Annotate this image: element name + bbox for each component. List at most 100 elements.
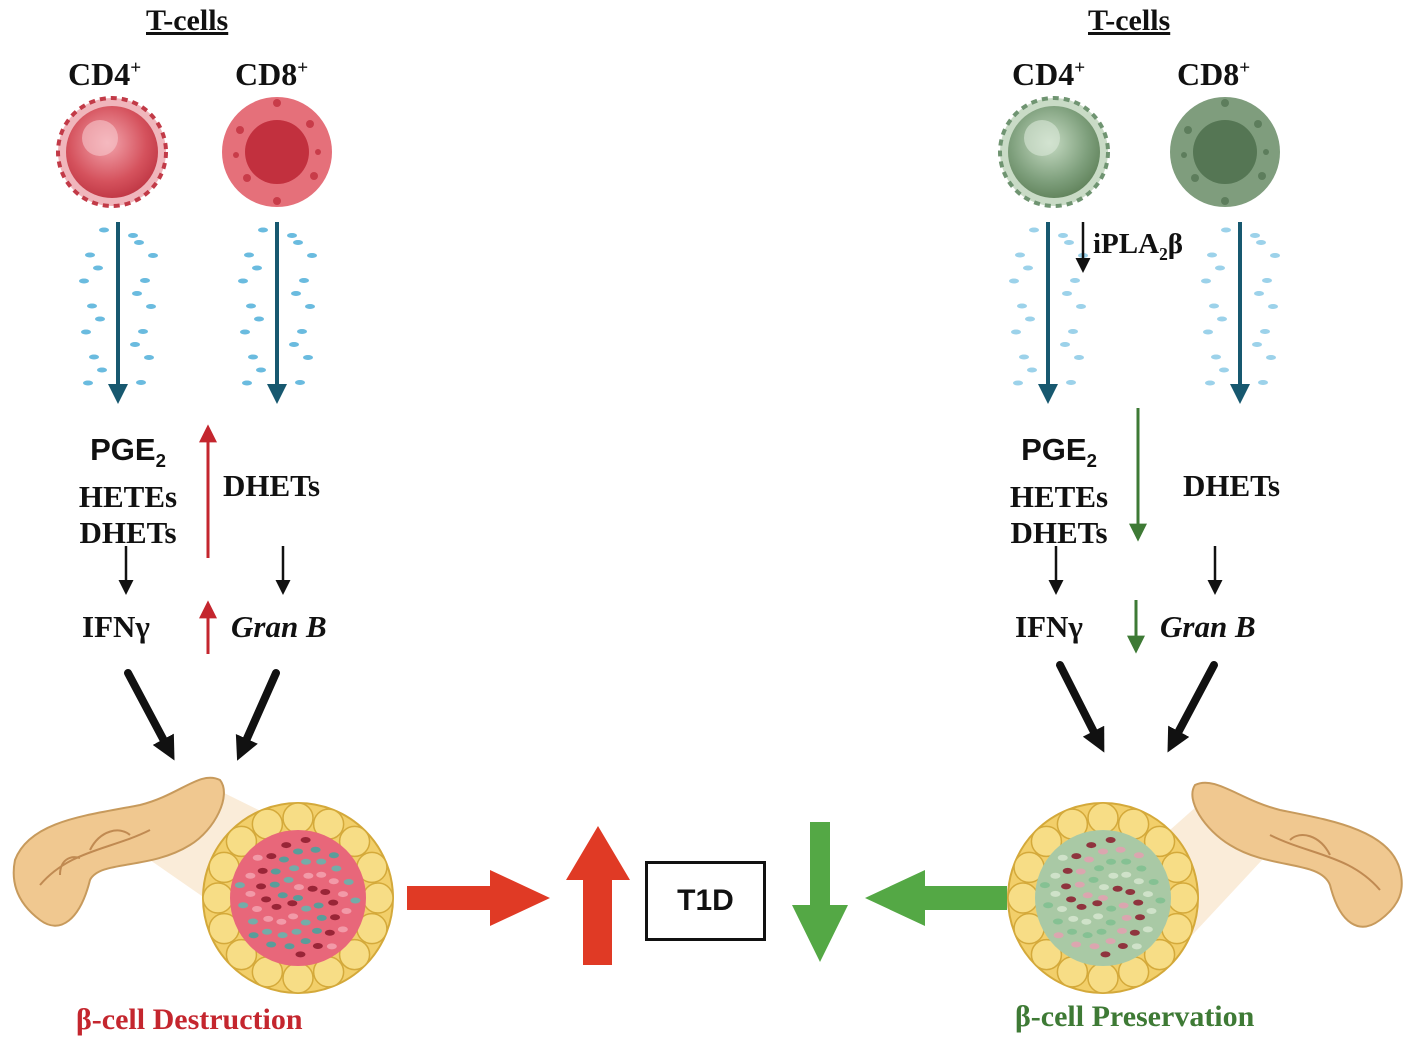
decor-particle <box>293 848 303 855</box>
decor-particle <box>1105 938 1116 945</box>
right-green-left-arrow <box>865 870 1007 926</box>
decor-particle <box>144 355 154 360</box>
decor-particle <box>1135 914 1146 921</box>
right-ifng-to-islet-arrow <box>1056 661 1105 753</box>
right-cd4-products: PGE2 HETEs DHETs <box>1000 432 1118 551</box>
decor-particle <box>1131 943 1142 950</box>
acinar-cell <box>1143 825 1176 858</box>
decor-particle <box>257 867 268 874</box>
decor-particle <box>1071 853 1082 860</box>
decor-particle <box>1064 240 1074 245</box>
decor-particle <box>1268 304 1278 309</box>
decor-particle <box>128 233 138 238</box>
secretion-particles <box>79 227 1280 386</box>
decor-particle <box>1108 872 1119 879</box>
decor-particle <box>305 304 315 309</box>
decor-particle <box>252 265 262 271</box>
decor-particle <box>1205 380 1215 386</box>
decor-particle <box>266 853 277 860</box>
decor-particle <box>1115 846 1126 853</box>
left-ifng-to-islet-arrow <box>124 669 175 761</box>
decor-particle <box>1052 918 1063 925</box>
decor-particle <box>1083 856 1094 863</box>
decor-particle <box>303 355 313 360</box>
decor-particle <box>1086 842 1097 849</box>
decor-particle <box>326 943 337 950</box>
decor-particle <box>244 252 254 258</box>
decor-particle <box>1050 890 1061 897</box>
decor-particle <box>1074 881 1085 888</box>
decor-particle <box>1133 899 1144 906</box>
decor-particle <box>1260 329 1270 334</box>
decor-particle <box>1112 885 1123 892</box>
left-red-right-arrow <box>407 870 550 926</box>
decor-particle <box>1043 902 1054 909</box>
decor-particle <box>246 303 256 309</box>
right-cd8-cell <box>1170 97 1280 207</box>
acinar-cell <box>1030 825 1063 858</box>
decor-particle <box>1207 252 1217 258</box>
decor-particle <box>254 316 264 322</box>
left-ifng-label: IFNγ <box>82 609 150 644</box>
decor-particle <box>1125 888 1136 895</box>
decor-particle <box>85 252 95 258</box>
decor-particle <box>310 846 321 853</box>
acinar-cell <box>1087 962 1119 994</box>
decor-particle <box>1076 304 1086 309</box>
decor-particle <box>341 907 352 914</box>
decor-particle <box>350 897 361 904</box>
right-cd4-label: CD4+ <box>1012 56 1086 92</box>
decor-particle <box>293 895 303 901</box>
acinar-cell <box>282 962 314 994</box>
acinar-cell <box>1087 802 1119 834</box>
decor-particle <box>245 890 256 897</box>
decor-particle <box>312 943 323 950</box>
decor-particle <box>299 278 309 283</box>
decor-particle <box>343 879 354 886</box>
decor-particle <box>1074 355 1084 360</box>
decor-particle <box>1081 918 1092 925</box>
decor-particle <box>287 233 297 238</box>
acinar-cell <box>1143 938 1176 971</box>
decor-particle <box>1015 252 1025 258</box>
decor-particle <box>1201 278 1211 284</box>
decor-particle <box>240 329 250 335</box>
decor-particle <box>1250 233 1260 238</box>
left-dhets-label: DHETs <box>79 515 177 551</box>
decor-particle <box>1148 879 1159 886</box>
left-pge2-label: PGE2 <box>90 432 166 472</box>
acinar-cell <box>1007 882 1039 914</box>
right-islet-preserved <box>1007 802 1199 994</box>
decor-particle <box>136 380 146 385</box>
decor-particle <box>1118 902 1129 909</box>
acinar-cell <box>1167 882 1199 914</box>
decor-particle <box>1068 915 1079 922</box>
decor-particle <box>270 868 281 875</box>
decor-particle <box>1011 329 1021 335</box>
decor-particle <box>1061 883 1072 890</box>
decor-particle <box>1088 876 1099 883</box>
decor-particle <box>1106 905 1117 912</box>
decor-particle <box>271 903 282 910</box>
decor-particle <box>262 928 273 935</box>
decor-particle <box>1142 891 1153 898</box>
decor-particle <box>1133 852 1144 859</box>
decor-particle <box>258 227 268 233</box>
decor-particle <box>134 240 144 245</box>
decor-particle <box>1076 903 1087 910</box>
decor-particle <box>284 943 295 950</box>
decor-particle <box>1062 867 1073 874</box>
decor-particle <box>1098 895 1108 901</box>
decor-particle <box>301 858 312 865</box>
decor-particle <box>330 914 341 921</box>
decor-particle <box>1121 871 1132 878</box>
decor-particle <box>1075 868 1086 875</box>
decor-particle <box>140 278 150 283</box>
decor-particle <box>1062 291 1072 296</box>
left-cd8-cell <box>222 97 332 207</box>
decor-particle <box>1071 941 1082 948</box>
decor-particle <box>261 896 272 903</box>
decor-particle <box>238 278 248 284</box>
decor-particle <box>146 304 156 309</box>
